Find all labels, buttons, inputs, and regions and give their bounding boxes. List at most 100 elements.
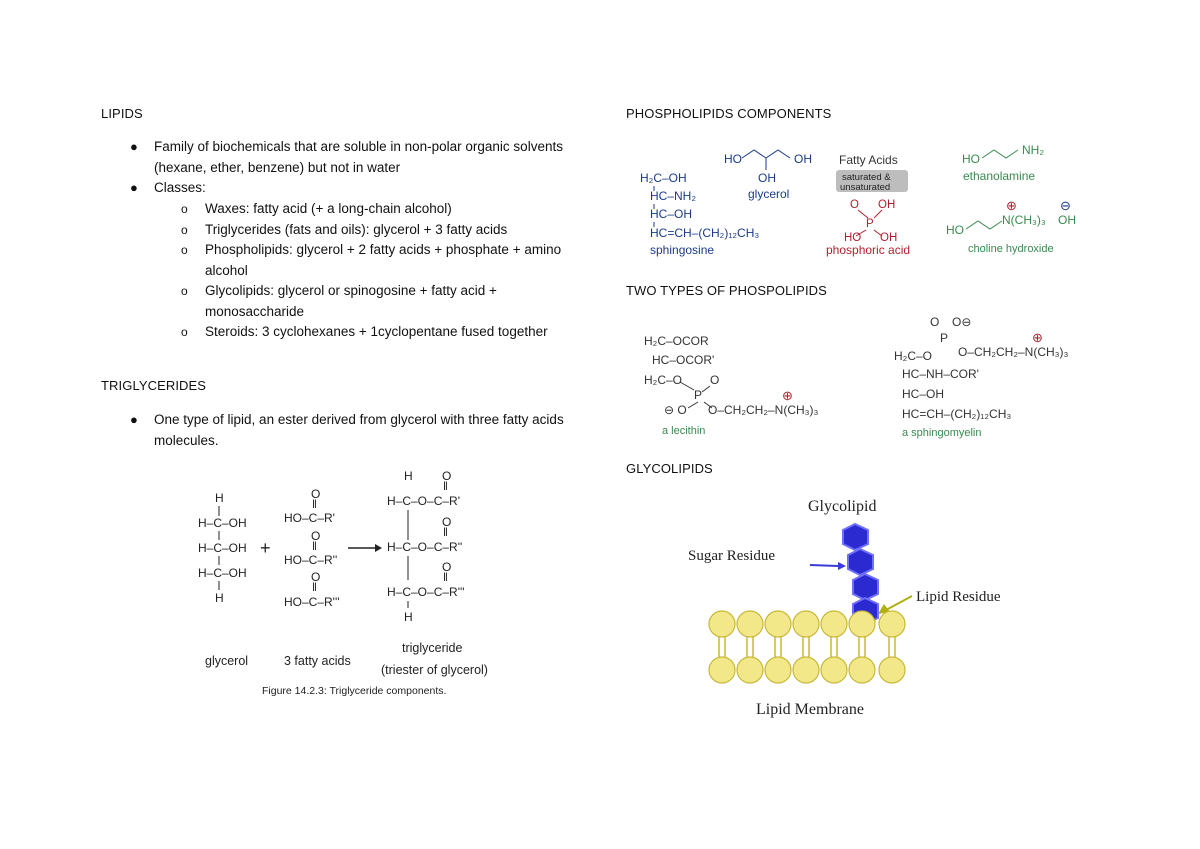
lipids-heading: LIPIDS <box>101 106 143 121</box>
glycerol-component-label: glycerol <box>748 187 789 201</box>
membrane-layer <box>708 610 906 684</box>
svg-text:HO–C–R'': HO–C–R'' <box>284 553 337 567</box>
svg-text:HC–NH₂: HC–NH₂ <box>650 189 696 203</box>
triglycerides-heading: TRIGLYCERIDES <box>101 378 207 393</box>
lipid-residue-label: Lipid Residue <box>916 589 1001 605</box>
svg-text:HC–OH: HC–OH <box>902 387 944 401</box>
lipids-list: ●Family of biochemicals that are soluble… <box>130 137 584 199</box>
svg-text:H₂C–O: H₂C–O <box>644 373 682 387</box>
svg-text:OH: OH <box>758 171 776 185</box>
triglyceride-sublabel: (triester of glycerol) <box>381 663 488 677</box>
svg-text:OH: OH <box>878 199 895 211</box>
svg-text:OH: OH <box>880 232 897 244</box>
svg-text:‖: ‖ <box>312 497 317 511</box>
svg-text:P: P <box>940 331 948 345</box>
list-item: o Steroids: 3 cyclohexanes + 1cyclopentan… <box>181 322 575 343</box>
two-types-heading: TWO TYPES OF PHOSPOLIPIDS <box>626 283 827 298</box>
ethanolamine-label: ethanolamine <box>963 169 1035 183</box>
svg-text:⊕: ⊕ <box>782 388 793 403</box>
saturated-badge <box>836 170 908 192</box>
svg-text:HC=CH–(CH₂)₁₂CH₃: HC=CH–(CH₂)₁₂CH₃ <box>902 407 1011 421</box>
svg-text:O⊖: O⊖ <box>952 315 971 329</box>
svg-text:⊖: ⊖ <box>1060 198 1071 213</box>
svg-text:H₂C–OH: H₂C–OH <box>640 171 687 185</box>
svg-text:O: O <box>311 487 320 501</box>
choline-label: choline hydroxide <box>968 243 1054 255</box>
list-item: ● Classes: <box>130 178 584 199</box>
sugar-residue-label: Sugar Residue <box>688 548 775 564</box>
sub-bullet-icon: o <box>181 222 188 237</box>
triglycerides-list: ● One type of lipid, an ester derived fro… <box>130 410 584 451</box>
figure-caption: Figure 14.2.3: Triglyceride components. <box>262 685 446 697</box>
two-types-figure: H₂C–OCOR HC–OCOR' H₂C–O P O ⊖ O O–CH₂CH₂… <box>644 315 1069 439</box>
svg-text:⊕: ⊕ <box>1006 198 1017 213</box>
svg-text:H: H <box>215 491 224 505</box>
triglyceride-label: triglyceride <box>402 641 462 655</box>
class-text: Glycolipids: glycerol or spinogosine + f… <box>205 283 497 319</box>
bullet-icon: ● <box>130 412 138 427</box>
unsaturated-label: unsaturated <box>840 182 890 193</box>
svg-text:O: O <box>311 529 320 543</box>
svg-text:O–CH₂CH₂–N(CH₃)₃: O–CH₂CH₂–N(CH₃)₃ <box>958 345 1069 359</box>
list-item: ● One type of lipid, an ester derived fro… <box>130 410 584 451</box>
sub-bullet-icon: o <box>181 325 188 339</box>
phospholipid-components-figure: H₂C–OH HC–NH₂ HC–OH HC=CH–(CH₂)₁₂CH₃ sph… <box>640 143 1076 257</box>
bullet-text: One type of lipid, an ester derived from… <box>154 412 564 448</box>
list-item: ●Family of biochemicals that are soluble… <box>130 137 584 178</box>
svg-text:P: P <box>866 218 874 230</box>
glycolipid-figure: Glycolipid Sugar Residue Lipid Residue L… <box>688 498 1001 718</box>
svg-text:‖: ‖ <box>443 525 448 539</box>
sphingomyelin-label: a sphingomyelin <box>902 427 982 439</box>
svg-text:O: O <box>710 373 719 387</box>
svg-text:‖: ‖ <box>312 539 317 553</box>
sphingosine-label: sphingosine <box>650 243 714 257</box>
svg-text:P: P <box>694 388 702 402</box>
sub-bullet-icon: o <box>181 243 188 257</box>
svg-text:HO: HO <box>962 152 980 166</box>
svg-text:HO: HO <box>724 152 742 166</box>
svg-text:O–CH₂CH₂–N(CH₃)₃: O–CH₂CH₂–N(CH₃)₃ <box>708 403 819 417</box>
svg-text:NH₂: NH₂ <box>1022 143 1044 157</box>
svg-text:H–C–O–C–R'': H–C–O–C–R'' <box>387 540 462 554</box>
bullet-text: Classes: <box>154 180 206 195</box>
svg-text:HO–C–R''': HO–C–R''' <box>284 595 340 609</box>
list-item: o Glycolipids: glycerol or spinogosine + … <box>181 281 575 322</box>
svg-text:O: O <box>442 515 451 529</box>
lecithin-label: a lecithin <box>662 425 705 437</box>
fatty-acids-title: Fatty Acids <box>839 153 898 167</box>
svg-text:OH: OH <box>794 152 812 166</box>
svg-text:H: H <box>404 469 413 483</box>
svg-text:O: O <box>930 315 939 329</box>
fatty-acids-label: 3 fatty acids <box>284 654 351 668</box>
svg-text:‖: ‖ <box>443 479 448 493</box>
saturated-label: saturated & <box>842 172 891 183</box>
class-text: Steroids: 3 cyclohexanes + 1cyclopentane… <box>205 324 548 339</box>
svg-text:HO–C–R': HO–C–R' <box>284 511 335 525</box>
glycolipid-title: Glycolipid <box>808 498 876 515</box>
svg-text:N(CH₃)₃: N(CH₃)₃ <box>1002 213 1046 227</box>
svg-text:‖: ‖ <box>312 580 317 594</box>
svg-text:H₂C–OCOR: H₂C–OCOR <box>644 334 709 348</box>
class-text: Triglycerides (fats and oils): glycerol … <box>205 221 508 237</box>
svg-text:O: O <box>311 570 320 584</box>
svg-text:H₂C–O: H₂C–O <box>894 349 932 363</box>
list-item: o Triglycerides (fats and oils): glycerol… <box>181 220 575 241</box>
svg-text:O: O <box>442 469 451 483</box>
lipid-membrane-label: Lipid Membrane <box>756 701 864 718</box>
phosphoric-acid-label: phosphoric acid <box>826 243 910 257</box>
svg-text:HC–OH: HC–OH <box>650 207 692 221</box>
bullet-icon: ● <box>130 180 138 195</box>
sub-bullet-icon: o <box>181 202 188 216</box>
phospholipids-components-heading: PHOSPHOLIPIDS COMPONENTS <box>626 106 832 121</box>
bullet-icon: ● <box>130 139 138 154</box>
classes-list: o Waxes: fatty acid (+ a long-chain alcoh… <box>181 199 575 343</box>
svg-text:⊖ O: ⊖ O <box>664 403 687 417</box>
svg-text:H–C–OH: H–C–OH <box>198 516 247 530</box>
glycerol-label: glycerol <box>205 654 248 668</box>
class-text: Waxes: fatty acid (+ a long-chain alcoho… <box>205 201 452 216</box>
sub-bullet-icon: o <box>181 284 188 298</box>
svg-text:H: H <box>215 591 224 605</box>
svg-text:⊕: ⊕ <box>1032 330 1043 345</box>
svg-text:HO: HO <box>844 232 861 244</box>
